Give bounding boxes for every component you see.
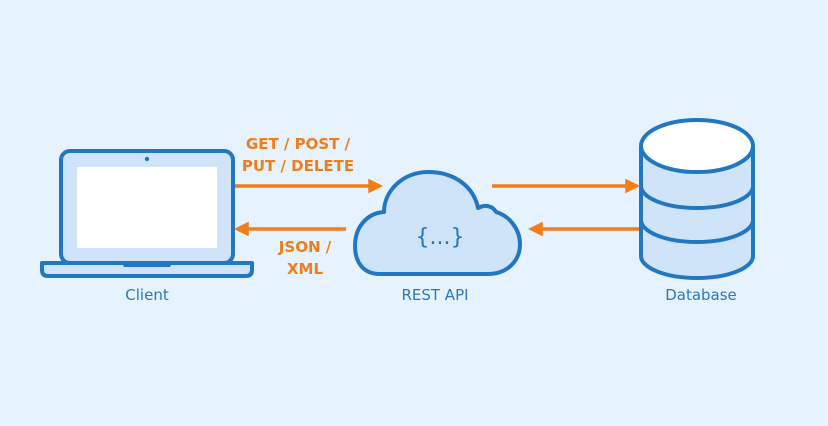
- response-format-line-1: JSON /: [278, 238, 332, 256]
- json-braces-glyph: {...}: [416, 225, 465, 250]
- request-methods-line-2: PUT / DELETE: [241, 157, 355, 175]
- cloud-icon: {...}: [353, 170, 522, 276]
- database-label: Database: [665, 286, 737, 304]
- client-label: Client: [125, 286, 169, 304]
- response-format-label: JSON / XML: [279, 236, 331, 280]
- rest-api-label: REST API: [401, 286, 469, 304]
- request-methods-line-1: GET / POST /: [245, 135, 351, 153]
- laptop-icon: [40, 149, 254, 278]
- database-icon: [639, 118, 755, 280]
- response-format-line-2: XML: [286, 260, 324, 278]
- request-methods-label: GET / POST / PUT / DELETE: [242, 133, 354, 177]
